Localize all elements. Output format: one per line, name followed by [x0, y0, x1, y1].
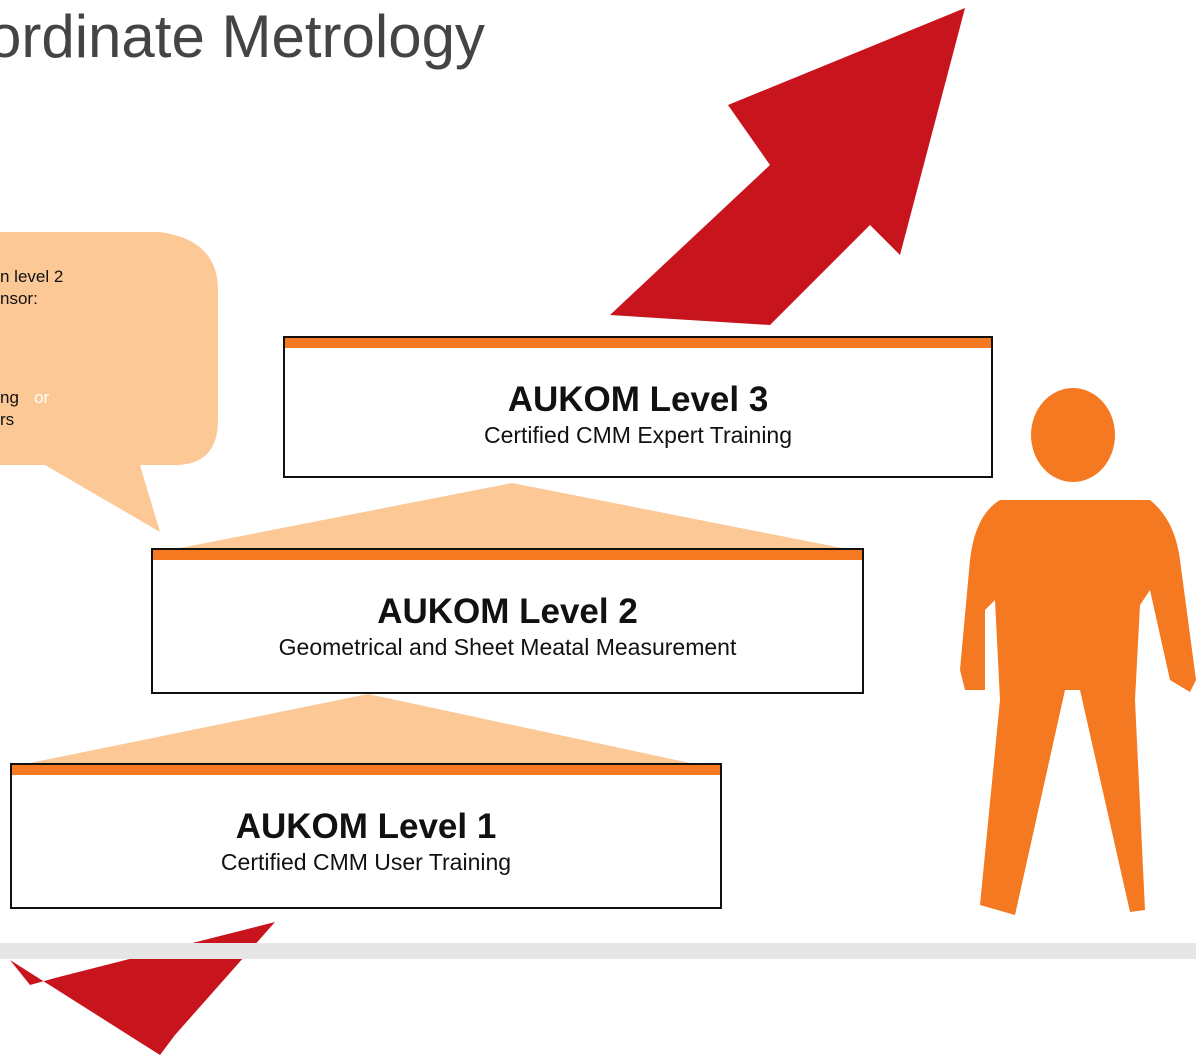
bubble-line-2: nsor: [0, 289, 38, 308]
level-2-box: AUKOM Level 2 Geometrical and Sheet Meat… [151, 548, 864, 694]
bubble-line-1: n level 2 [0, 267, 64, 286]
bubble-line-3-faded: or [34, 388, 50, 407]
page-title: ordinate Metrology [0, 3, 485, 70]
level-1-subtitle: Certified CMM User Training [220, 849, 512, 875]
connector-level2-to-level1 [30, 694, 690, 763]
red-arrow-up-icon [610, 8, 965, 325]
level-1-title: AUKOM Level 1 [235, 807, 497, 846]
level-2-title: AUKOM Level 2 [377, 592, 638, 631]
bubble-line-3: ng [0, 388, 19, 407]
connector-level3-to-level2 [180, 483, 842, 548]
bubble-line-4: rs [0, 410, 15, 429]
level-1-box: AUKOM Level 1 Certified CMM User Trainin… [10, 763, 722, 909]
level-2-subtitle: Geometrical and Sheet Meatal Measurement [278, 634, 737, 660]
level-3-box: AUKOM Level 3 Certified CMM Expert Train… [283, 336, 993, 478]
speech-bubble [0, 232, 218, 532]
level-3-title: AUKOM Level 3 [507, 380, 769, 419]
level-2-stripe [153, 550, 862, 560]
level-1-stripe [12, 765, 720, 775]
person-figure-icon [960, 388, 1196, 915]
level-3-subtitle: Certified CMM Expert Training [483, 422, 793, 448]
red-arrow-down-icon [10, 922, 275, 1055]
level-3-stripe [285, 338, 991, 348]
footer-bar [0, 943, 1196, 959]
